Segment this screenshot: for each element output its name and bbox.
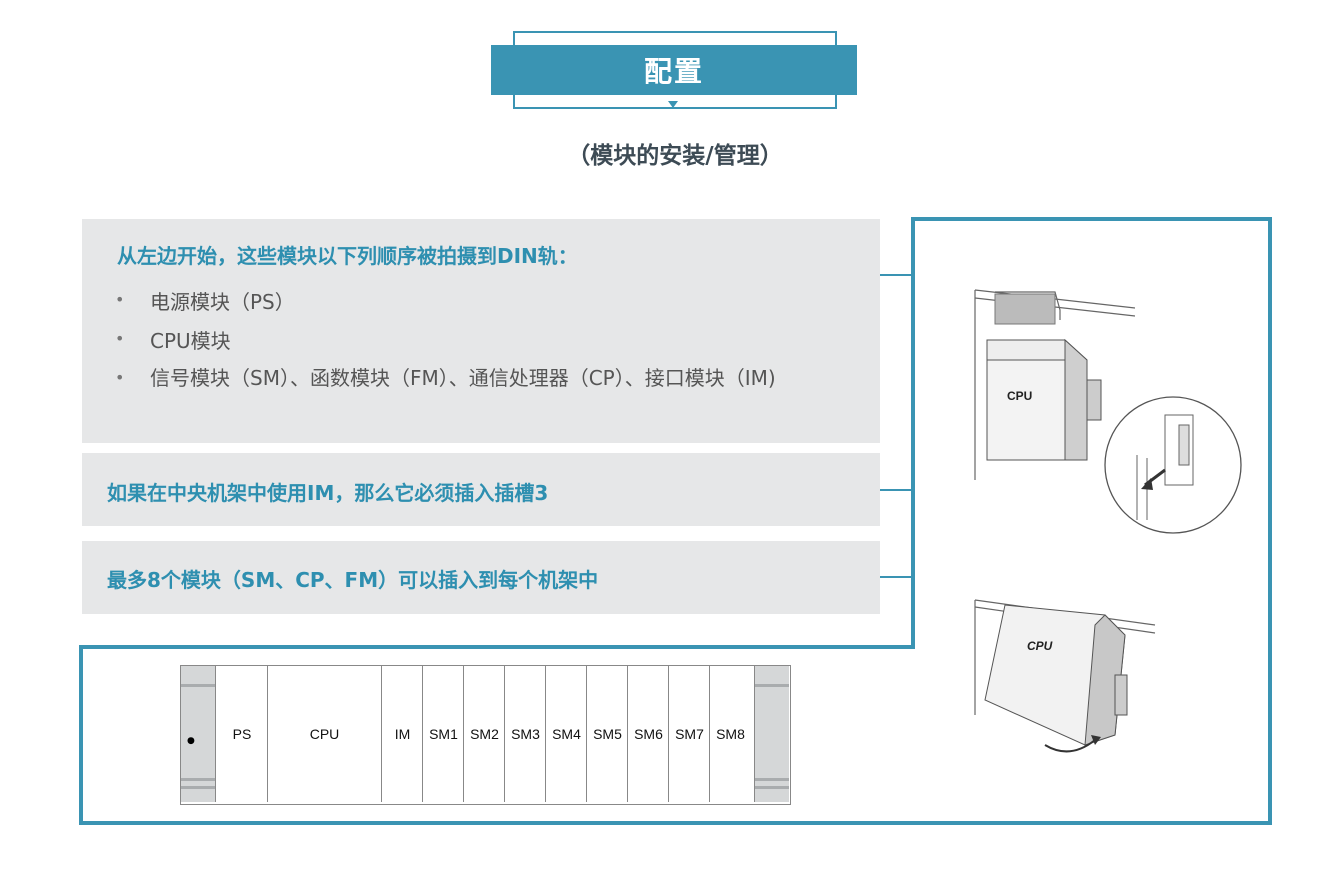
cpu-label: CPU [1027, 639, 1053, 653]
rack-end-left [181, 666, 215, 802]
cpu-swing-illustration: CPU [974, 599, 1156, 753]
rack-slot: SM6 [627, 666, 669, 802]
header-frame-bottom [513, 95, 837, 109]
rack-slot: SM7 [668, 666, 710, 802]
rack-slot: SM5 [586, 666, 628, 802]
rack-end-right [754, 666, 789, 802]
mounting-order-panel [82, 219, 880, 443]
page-subtitle: （模块的安装/管理） [567, 143, 783, 169]
bullet-icon: • [115, 368, 125, 387]
mounting-order-heading: 从左边开始，这些模块以下列顺序被拍摄到DIN轨： [117, 244, 578, 268]
rack-slot: PS [215, 666, 268, 802]
bullet-icon: • [115, 329, 125, 348]
cpu-label: CPU [1007, 389, 1032, 403]
rack-slot: SM3 [504, 666, 546, 802]
rack-slot: CPU [267, 666, 381, 802]
rack-slot: SM4 [545, 666, 587, 802]
im-slot-text: 如果在中央机架中使用IM，那么它必须插入插槽3 [107, 481, 549, 505]
max-modules-panel [82, 541, 880, 614]
list-item: 电源模块（PS） [150, 290, 295, 314]
frame-divider [79, 645, 915, 649]
led-indicator-icon: ● [187, 736, 195, 746]
rack-slot: SM8 [709, 666, 751, 802]
list-item: 信号模块（SM）、函数模块（FM）、通信处理器（CP）、接口模块（IM) [150, 366, 776, 390]
down-arrow-icon [668, 101, 678, 108]
rack-slot: SM2 [463, 666, 505, 802]
im-slot-panel [82, 453, 880, 526]
page-title: 配置 [491, 45, 857, 95]
connector-line [880, 576, 913, 578]
rack-slot: IM [381, 666, 423, 802]
max-modules-text: 最多8个模块（SM、CP、FM）可以插入到每个机架中 [107, 568, 599, 592]
rack-slot: SM1 [422, 666, 464, 802]
connector-line [880, 274, 913, 276]
module-rack: ● PS CPU IM SM1 SM2 SM3 SM4 SM5 SM6 SM7 … [180, 665, 791, 805]
connector-line [880, 489, 913, 491]
bullet-icon: • [115, 290, 125, 309]
cpu-mounting-illustration: CPU [974, 289, 1242, 534]
header-frame-top [513, 31, 837, 45]
list-item: CPU模块 [150, 329, 231, 353]
